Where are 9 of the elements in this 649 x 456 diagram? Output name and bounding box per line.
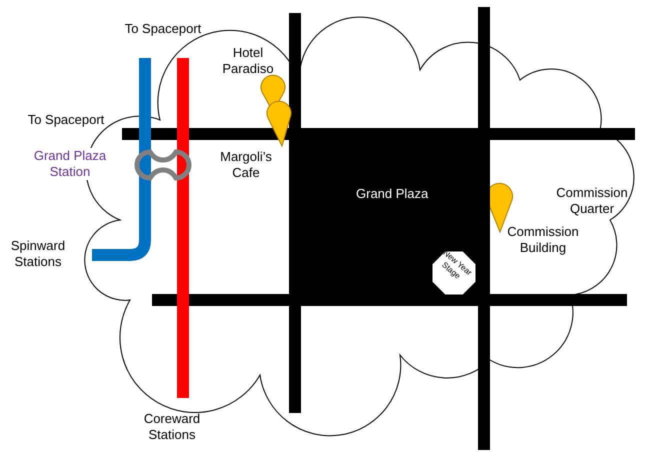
district-label: Commission Quarter [555, 185, 629, 217]
plaza-label: Grand Plaza [356, 186, 428, 202]
direction-label: To Spaceport [124, 21, 202, 37]
direction-label: Coreward Stations [142, 411, 202, 443]
hotel-label: Hotel Paradiso [222, 45, 274, 77]
direction-label: To Spaceport [26, 112, 106, 128]
cafe-label: Margoli’s Cafe [219, 149, 273, 181]
building-label: Commission Building [506, 224, 580, 256]
direction-label: Spinward Stations [10, 238, 66, 270]
